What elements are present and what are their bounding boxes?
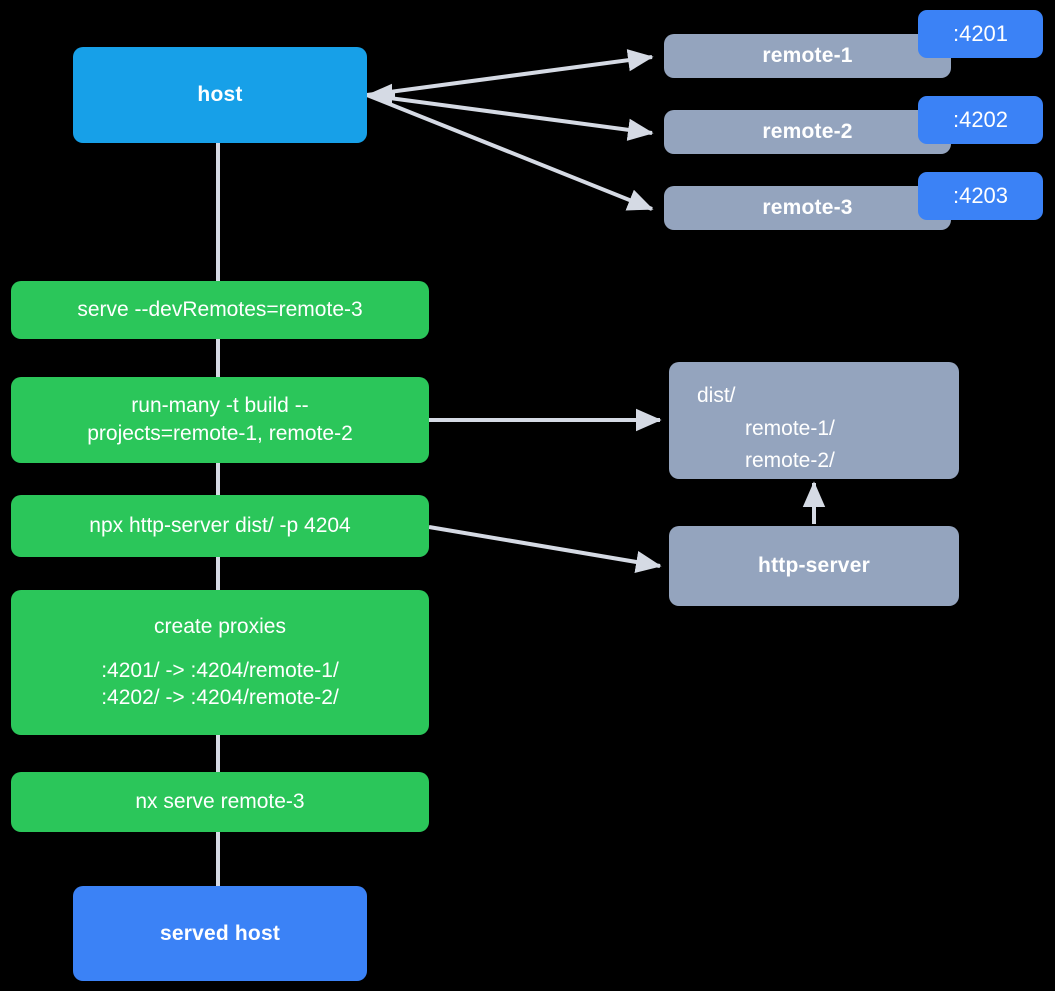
port-badge-remote-2-label: :4202 bbox=[952, 107, 1009, 133]
node-remote-2[interactable]: remote-2 bbox=[664, 110, 951, 154]
connector-host-to-serve bbox=[216, 143, 220, 285]
node-http-server[interactable]: http-server bbox=[669, 526, 959, 606]
node-cmd-npx-http-server[interactable]: npx http-server dist/ -p 4204 bbox=[11, 495, 429, 557]
edge-host-remote-2 bbox=[366, 93, 654, 141]
port-badge-remote-3[interactable]: :4203 bbox=[918, 172, 1043, 220]
node-host-label: host bbox=[197, 83, 243, 107]
node-served-host-label: served host bbox=[159, 921, 281, 945]
node-cmd-create-proxies-title: create proxies bbox=[154, 614, 286, 638]
port-badge-remote-1[interactable]: :4201 bbox=[918, 10, 1043, 58]
port-badge-remote-2[interactable]: :4202 bbox=[918, 96, 1043, 144]
node-cmd-serve-devremotes[interactable]: serve --devRemotes=remote-3 bbox=[11, 281, 429, 339]
node-cmd-create-proxies[interactable]: create proxies :4201/ -> :4204/remote-1/… bbox=[11, 590, 429, 735]
node-remote-1[interactable]: remote-1 bbox=[664, 34, 951, 78]
connector-nxserve-to-served bbox=[216, 830, 220, 888]
node-cmd-run-many[interactable]: run-many -t build -- projects=remote-1, … bbox=[11, 377, 429, 463]
connector-runmany-to-npx bbox=[216, 460, 220, 495]
connector-serve-to-runmany bbox=[216, 336, 220, 380]
node-remote-2-label: remote-2 bbox=[762, 120, 853, 144]
node-cmd-npx-http-server-label: npx http-server dist/ -p 4204 bbox=[89, 514, 351, 538]
connector-npx-to-proxies bbox=[216, 555, 220, 592]
node-cmd-create-proxies-mapping-1: :4201/ -> :4204/remote-1/ bbox=[101, 658, 339, 682]
connector-proxies-to-nxserve bbox=[216, 733, 220, 774]
edge-npx-httpserver bbox=[428, 525, 662, 574]
node-served-host[interactable]: served host bbox=[73, 886, 367, 981]
node-dist-folder[interactable]: dist/ remote-1/ remote-2/ bbox=[669, 362, 959, 479]
node-cmd-create-proxies-mapping-2: :4202/ -> :4204/remote-2/ bbox=[101, 686, 339, 710]
node-cmd-nx-serve-remote-3[interactable]: nx serve remote-3 bbox=[11, 772, 429, 832]
node-cmd-run-many-line2: projects=remote-1, remote-2 bbox=[87, 422, 353, 445]
port-badge-remote-3-label: :4203 bbox=[952, 183, 1009, 209]
node-dist-child-remote-2: remote-2/ bbox=[745, 449, 835, 473]
node-cmd-serve-devremotes-label: serve --devRemotes=remote-3 bbox=[77, 298, 363, 322]
node-dist-root-label: dist/ bbox=[697, 384, 736, 407]
node-cmd-run-many-line1: run-many -t build -- bbox=[131, 394, 309, 418]
node-http-server-label: http-server bbox=[758, 554, 870, 578]
node-host[interactable]: host bbox=[73, 47, 367, 143]
node-remote-3-label: remote-3 bbox=[762, 196, 853, 220]
node-cmd-nx-serve-remote-3-label: nx serve remote-3 bbox=[135, 790, 305, 814]
node-remote-3[interactable]: remote-3 bbox=[664, 186, 951, 230]
edge-host-remote-1 bbox=[366, 49, 654, 97]
edge-host-remote-3 bbox=[366, 93, 654, 211]
node-dist-child-remote-1: remote-1/ bbox=[745, 416, 835, 440]
node-remote-1-label: remote-1 bbox=[762, 44, 853, 68]
port-badge-remote-1-label: :4201 bbox=[952, 21, 1009, 47]
